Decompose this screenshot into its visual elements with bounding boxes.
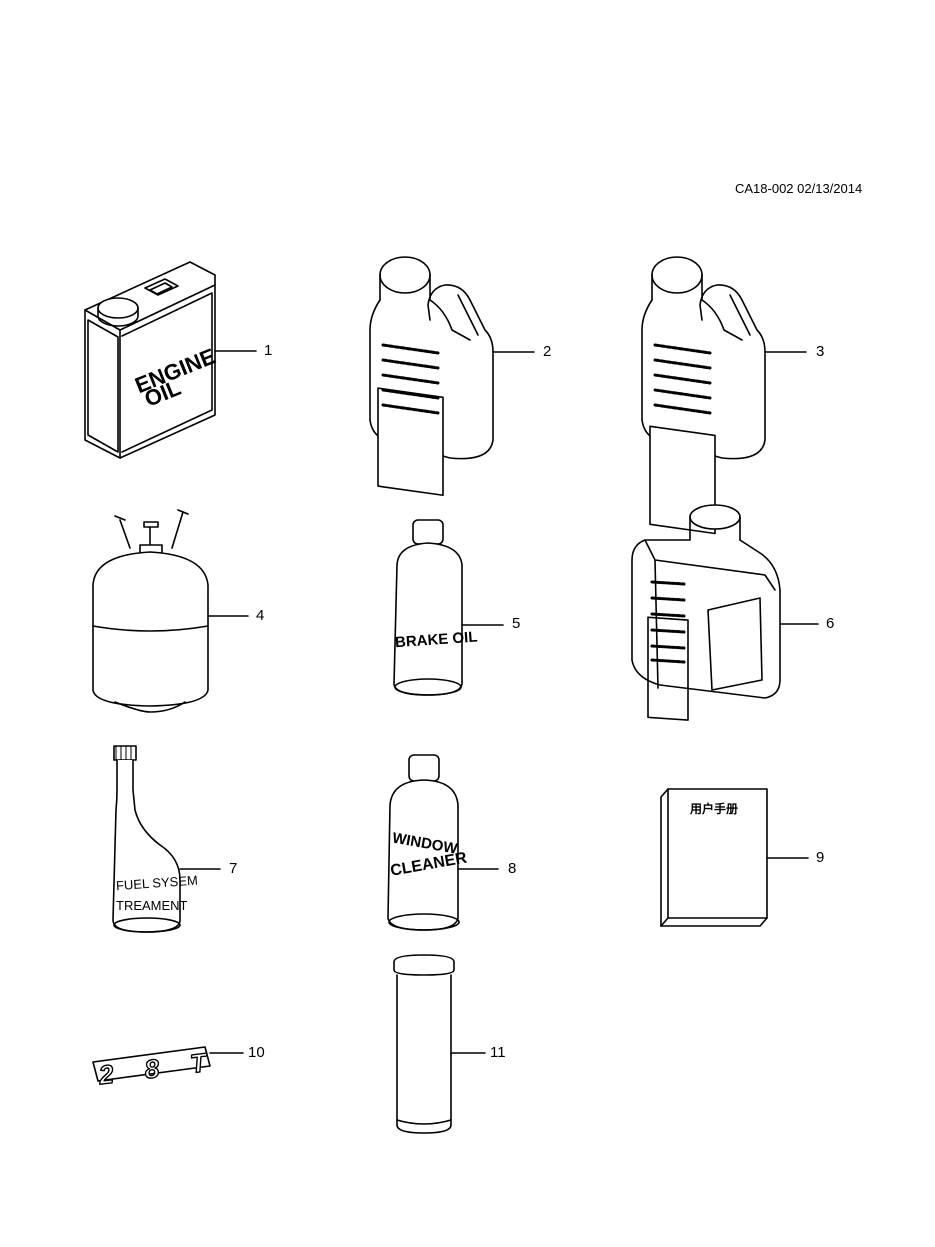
fuel-treatment-label-2: TREAMENT (116, 898, 188, 913)
fluid-jug-3 (641, 256, 766, 535)
document-reference: CA18-002 02/13/2014 (735, 181, 863, 196)
fuel-treatment-bottle: FUEL SYSEM TREAMENT (112, 745, 199, 933)
emblem-28t: 28T (92, 1046, 211, 1091)
callout-9: 9 (816, 849, 825, 866)
engine-oil-can: ENGINE OIL (84, 261, 219, 459)
callout-2: 2 (543, 343, 552, 360)
brake-oil-can: BRAKE OIL (393, 519, 478, 696)
callout-10: 10 (248, 1044, 265, 1061)
callout-11: 11 (490, 1044, 506, 1061)
refrigerant-cylinder (92, 509, 209, 713)
fuel-treatment-label-1: FUEL SYSEM (116, 873, 199, 894)
callout-5: 5 (512, 615, 521, 632)
callout-8: 8 (508, 860, 517, 877)
callout-1: 1 (264, 342, 273, 359)
callout-7: 7 (229, 860, 238, 877)
callout-3: 3 (816, 343, 825, 360)
grease-cartridge (393, 954, 455, 1134)
fluid-container-6 (631, 504, 781, 721)
callout-4: 4 (256, 607, 265, 624)
fluid-jug-2 (369, 256, 494, 497)
callout-6: 6 (826, 615, 835, 632)
owners-manual: 用户手册 (660, 788, 768, 927)
window-cleaner-can: WINDOW CLEANER (387, 754, 469, 931)
manual-title: 用户手册 (689, 801, 738, 816)
brake-oil-label: BRAKE OIL (395, 629, 478, 652)
